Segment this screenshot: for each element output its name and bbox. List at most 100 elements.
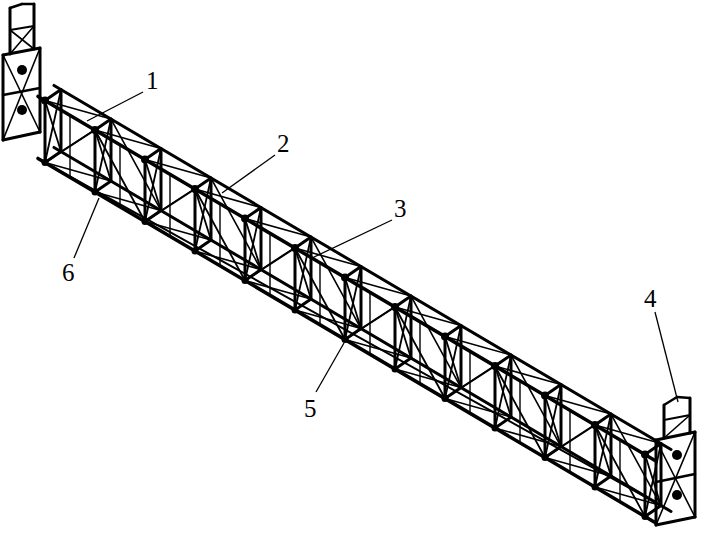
truss-member — [110, 119, 113, 181]
truss-joint — [672, 490, 682, 500]
truss-member — [494, 366, 497, 428]
callout-number: 6 — [62, 260, 75, 285]
truss-member — [160, 149, 163, 211]
truss-member — [39, 48, 42, 132]
truss-member — [469, 351, 470, 413]
truss-member — [569, 410, 570, 472]
leader-lines — [74, 92, 678, 402]
truss-member — [395, 307, 445, 399]
truss-member — [419, 322, 420, 384]
callout-number: 4 — [644, 286, 657, 311]
truss-member — [45, 101, 111, 120]
truss-joint — [641, 451, 649, 459]
truss-member — [245, 219, 261, 270]
truss-member — [656, 517, 695, 525]
truss-member — [495, 366, 561, 385]
truss-member — [260, 208, 263, 270]
truss-member — [244, 219, 247, 281]
truss-member — [595, 425, 645, 517]
truss-member — [644, 455, 647, 517]
truss-member — [3, 48, 40, 140]
truss-member — [2, 55, 5, 140]
truss-member — [195, 189, 261, 208]
truss-member — [319, 263, 320, 325]
truss-member — [345, 278, 361, 329]
leader-line — [312, 220, 392, 258]
truss-member — [69, 115, 70, 177]
truss-member — [44, 101, 47, 163]
truss-member — [560, 385, 563, 447]
truss-member — [45, 101, 61, 152]
truss-joint — [17, 65, 27, 75]
truss-member — [195, 189, 245, 280]
truss-joint — [672, 450, 682, 460]
truss-member — [54, 147, 671, 511]
truss-member — [211, 178, 261, 269]
truss-member — [345, 278, 411, 297]
callout-number: 2 — [277, 131, 290, 156]
truss-member — [495, 366, 545, 458]
truss-member — [445, 337, 461, 388]
truss-member — [594, 425, 597, 487]
truss-member — [210, 178, 213, 240]
callout-number: 3 — [394, 196, 407, 221]
truss-member — [95, 130, 161, 149]
truss-member — [664, 397, 677, 405]
truss-member — [610, 414, 613, 476]
truss-member — [645, 455, 661, 506]
truss-member — [663, 405, 666, 438]
truss-member — [10, 30, 34, 49]
truss-member — [10, 26, 34, 54]
callout-number: 1 — [146, 68, 159, 93]
truss-member — [445, 337, 511, 356]
truss-member — [38, 158, 655, 522]
leader-line — [87, 92, 143, 121]
truss-member — [295, 248, 345, 339]
truss-member — [411, 296, 461, 388]
truss-member — [194, 189, 197, 251]
leader-line — [74, 198, 99, 258]
truss-member — [245, 219, 311, 238]
truss-member — [595, 425, 661, 444]
truss-member — [611, 414, 661, 506]
truss-member — [145, 160, 161, 211]
truss-member — [395, 307, 461, 326]
truss-member — [511, 355, 561, 447]
truss-member — [664, 415, 690, 438]
truss-member — [22, 3, 34, 6]
truss-member — [519, 381, 520, 443]
truss-joint — [642, 513, 649, 520]
truss-member — [360, 267, 363, 329]
truss-member — [460, 326, 463, 388]
truss-member — [545, 396, 611, 415]
truss-member — [410, 296, 413, 358]
truss-member — [677, 397, 690, 398]
truss-member — [510, 355, 513, 417]
truss-member — [544, 396, 547, 458]
truss-member — [619, 440, 620, 502]
truss-member — [60, 90, 63, 152]
callout-number: 5 — [304, 396, 317, 421]
leader-line — [222, 155, 275, 193]
truss-member — [119, 145, 120, 207]
truss-member — [38, 96, 655, 460]
truss-member — [169, 174, 170, 236]
truss-member — [219, 204, 220, 266]
leader-line — [655, 312, 678, 402]
truss-member — [294, 248, 297, 310]
truss-member — [111, 119, 161, 211]
truss-member — [3, 132, 40, 140]
truss-member — [144, 160, 147, 222]
truss-member — [344, 278, 347, 340]
truss-joint — [17, 105, 27, 115]
truss-member — [545, 396, 561, 447]
truss-member — [145, 160, 211, 179]
truss-member — [54, 85, 671, 449]
truss-member — [656, 432, 695, 525]
truss-member — [444, 337, 447, 399]
truss-member — [95, 130, 145, 222]
truss-member — [311, 237, 361, 328]
truss-member — [10, 4, 22, 8]
